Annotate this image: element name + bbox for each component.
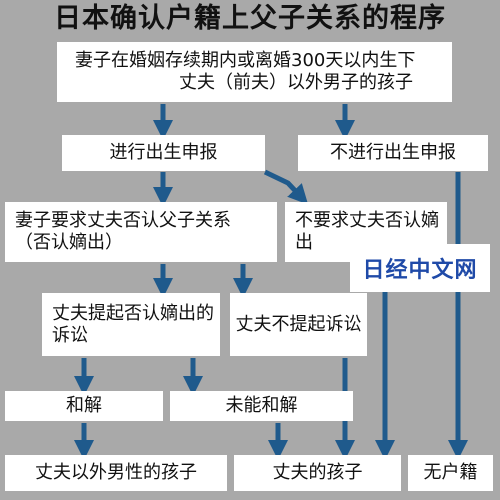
node-settle: 和解 bbox=[5, 391, 163, 421]
node-file-suit-line1: 丈夫提起否认嫡出的 bbox=[52, 302, 214, 324]
node-start: 妻子在婚姻存续期内或离婚300天以内生下 丈夫（前夫）以外男子的孩子 bbox=[57, 42, 452, 102]
node-result-other: 丈夫以外男性的孩子 bbox=[5, 455, 227, 491]
node-request-denial: 妻子要求丈夫否认父子关系 （否认嫡出） bbox=[5, 202, 277, 262]
node-report: 进行出生申报 bbox=[62, 135, 265, 171]
node-result-other-label: 丈夫以外男性的孩子 bbox=[35, 462, 197, 483]
node-report-label: 进行出生申报 bbox=[109, 142, 218, 163]
node-result-husband: 丈夫的孩子 bbox=[234, 455, 401, 491]
node-no-request-line2: 出 bbox=[295, 232, 313, 253]
node-no-report: 不进行出生申报 bbox=[298, 135, 488, 171]
node-request-denial-line2: （否认嫡出） bbox=[15, 232, 123, 253]
node-no-suit: 丈夫不提起诉讼 bbox=[230, 293, 367, 356]
node-result-none-label: 无户籍 bbox=[423, 462, 478, 483]
node-result-none: 无户籍 bbox=[408, 455, 493, 491]
node-no-settle-label: 未能和解 bbox=[225, 395, 298, 416]
node-settle-label: 和解 bbox=[66, 395, 102, 416]
node-request-denial-line1: 妻子要求丈夫否认父子关系 bbox=[15, 210, 231, 231]
node-file-suit: 丈夫提起否认嫡出的 诉讼 bbox=[42, 293, 220, 356]
node-no-report-label: 不进行出生申报 bbox=[330, 142, 456, 163]
node-result-husband-label: 丈夫的孩子 bbox=[272, 462, 363, 483]
node-no-settle: 未能和解 bbox=[170, 391, 353, 421]
watermark-logo: 日经中文网 bbox=[350, 244, 490, 292]
diagram-title: 日本确认户籍上父子关系的程序 bbox=[54, 3, 446, 34]
node-no-request-line1: 不要求丈夫否认嫡 bbox=[295, 210, 439, 231]
arrow-report-to-no-request bbox=[263, 169, 309, 205]
node-start-line2: 丈夫（前夫）以外男子的孩子 bbox=[179, 72, 413, 93]
node-no-suit-label: 丈夫不提起诉讼 bbox=[235, 313, 362, 335]
node-start-line1: 妻子在婚姻存续期内或离婚300天以内生下 bbox=[75, 50, 416, 71]
node-file-suit-line2: 诉讼 bbox=[52, 324, 88, 346]
